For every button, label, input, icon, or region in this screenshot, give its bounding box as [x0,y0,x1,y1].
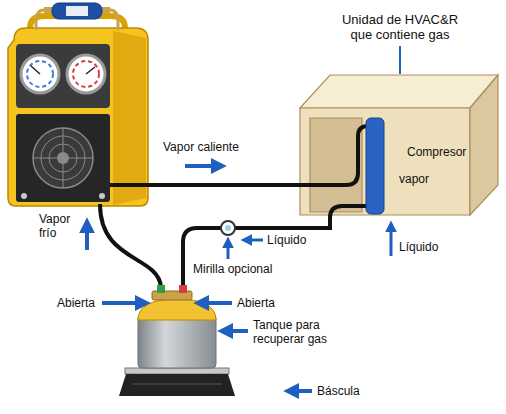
sight-glass [221,221,235,235]
scale-plate [125,368,229,374]
hvac-unit: Unidad de HVAC&R que contiene gas [296,8,502,220]
filter-drier [52,3,102,19]
unit-opening [310,118,362,212]
callout-label: Líquido [398,240,439,254]
vapor-pipe [296,126,368,185]
gauge [21,55,59,93]
pointer-arrow [227,240,230,259]
pointer-arrow [390,224,393,256]
gauge-scale [27,61,53,87]
valve-handle [157,285,165,293]
callout-label: Vapor caliente [162,140,240,154]
fan-grille [63,128,64,188]
sight-glass-window [225,225,231,231]
callout-label: Tanque para recuperar gas [252,318,346,346]
unit-top [300,75,498,108]
callout-label: vapor [398,172,430,186]
pointer-arrow [222,329,248,333]
gauge-needle [86,67,95,74]
pointer-arrow [288,389,312,393]
cold-vapor-hose [100,204,161,287]
knob [21,193,27,199]
unit-side [470,75,498,215]
pointer-arrow [244,239,263,242]
gauge [67,55,105,93]
unit-front [300,108,470,215]
gauge-panel [16,44,110,108]
callout-label: Abierta [236,296,276,310]
pointer-arrow [102,301,146,305]
callout-label: Mirilla opcional [192,262,273,276]
leader-line [399,46,401,74]
tank-cylinder [138,314,216,368]
hot-vapor-hose [110,183,306,187]
machine-side [113,31,146,205]
callout-label: Báscula [316,384,361,398]
pointer-arrow [198,301,232,305]
recovery-machine [8,3,148,206]
callout-label: Abierta [56,296,96,310]
callout-label: Compresor [406,145,467,159]
filter-label [66,6,88,16]
pointer-arrow [185,164,222,168]
knob [99,193,105,199]
gauge-scale [73,61,99,87]
callout-label: Vapor frío [38,212,86,240]
valve-handle [179,285,187,293]
callout-label: Líquido [266,233,307,247]
machine-body [8,28,148,206]
unit-heading: Unidad de HVAC&R que contiene gas [332,12,468,42]
scale-base [119,374,235,396]
gauge-needle [31,66,40,74]
brass-line [36,10,44,30]
brass-line [110,10,118,30]
pointer-arrow [85,222,89,250]
compressor-symbol [366,118,384,214]
liquid-pipe [330,206,368,218]
front-panel [16,114,110,202]
liquid-hose [183,228,221,287]
scale-detail [132,384,222,385]
fan [33,128,93,188]
